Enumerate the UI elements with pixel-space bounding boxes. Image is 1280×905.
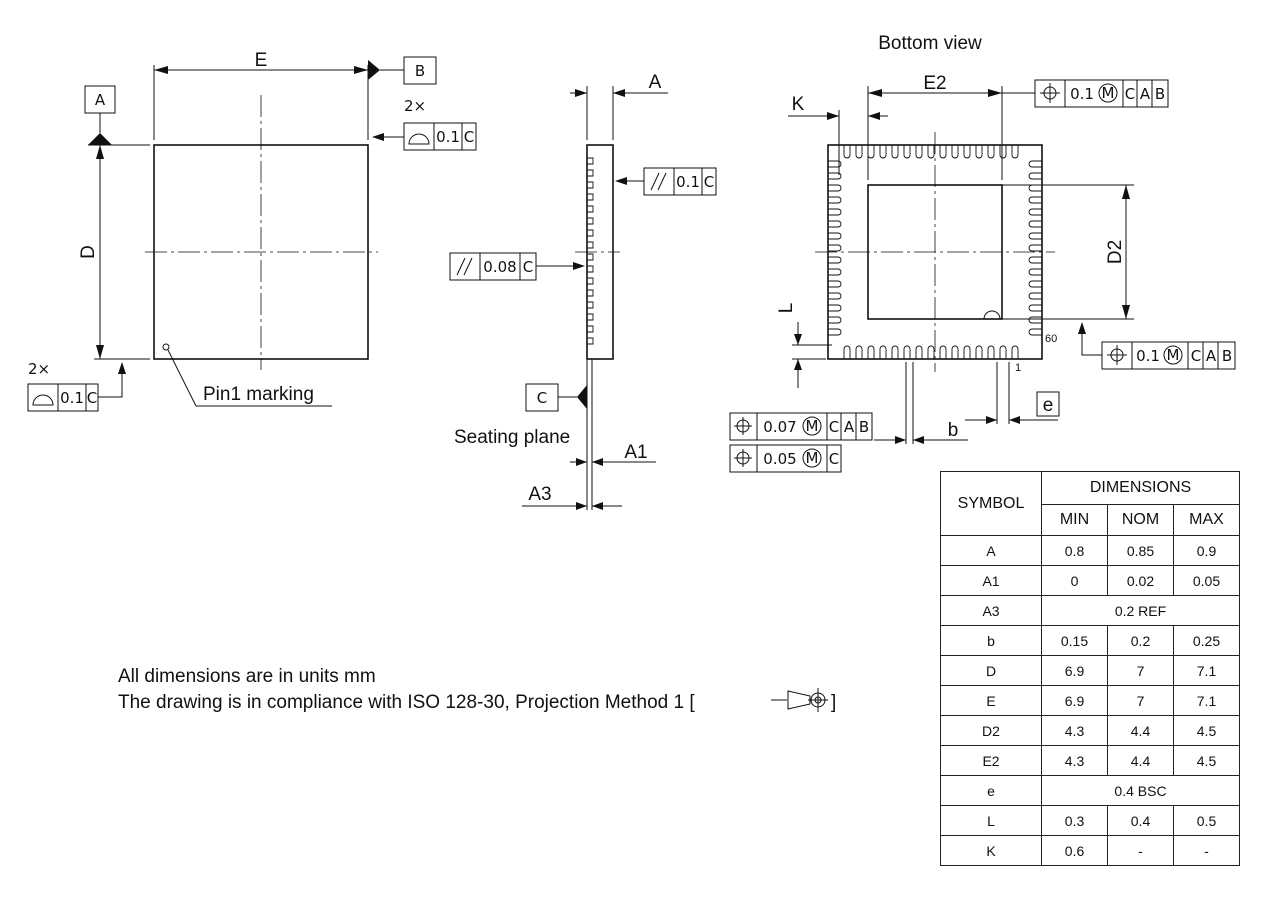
table-row: E2 4.3 4.4 4.5 [940, 745, 1240, 776]
nom-header: NOM [1107, 504, 1174, 536]
datum-b-ref: B [859, 418, 869, 436]
bottom-pads-right [1028, 160, 1042, 336]
bottom-view-title: Bottom view [878, 33, 982, 54]
pin1-label: Pin1 marking [203, 384, 314, 405]
datum-c-ref: C [829, 418, 839, 436]
max-header: MAX [1173, 504, 1240, 536]
dim-d-label: D [78, 245, 99, 259]
svg-text:M: M [806, 449, 819, 467]
parallelism-value-bottom: 0.08 [483, 258, 516, 276]
svg-text:]: ] [831, 692, 836, 713]
flatness-value-top: 0.1 [436, 128, 460, 146]
flatness-value-bottom: 0.1 [60, 389, 84, 407]
mmc-icon [802, 448, 822, 468]
datum-b-ref: B [1222, 347, 1232, 365]
mmc-icon [802, 416, 822, 436]
datum-c-ref: C [1191, 347, 1201, 365]
table-row: D 6.9 7 7.1 [940, 655, 1240, 686]
datum-c-ref: C [829, 450, 839, 468]
pin-1-label: 1 [1015, 362, 1021, 374]
parallelism-frame-top [643, 167, 717, 196]
notes: All dimensions are in units mm The drawi… [118, 666, 836, 713]
bottom-pads-bottom [843, 345, 1019, 359]
svg-text:M: M [1167, 346, 1180, 364]
datum-b-box [403, 56, 437, 85]
flatness-count-top: 2× [404, 97, 426, 115]
datum-a-label: A [95, 91, 106, 109]
mmc-icon [1098, 83, 1118, 103]
datum-c-ref: C [1125, 85, 1135, 103]
projection-method-icon: ] [771, 688, 836, 713]
dimensions-table: SYMBOL DIMENSIONS MIN NOM MAX A 0.8 0.85… [940, 471, 1240, 866]
datum-b-label: B [415, 62, 425, 80]
dim-e-label: E [255, 50, 268, 71]
dim-k-label: K [792, 94, 805, 115]
table-row: L 0.3 0.4 0.5 [940, 805, 1240, 836]
position-value-d2: 0.1 [1136, 347, 1160, 365]
exposed-pad-notch [983, 310, 1001, 320]
flatness-frame-top [403, 122, 477, 151]
flatness-icon [32, 394, 54, 406]
min-header: MIN [1041, 504, 1108, 536]
dim-e2-label: E2 [923, 73, 946, 94]
datum-a-ref: A [1140, 85, 1151, 103]
table-row: A3 0.2 REF [940, 595, 1240, 626]
dim-d2-label: D2 [1105, 240, 1126, 264]
datum-c-label: C [537, 389, 547, 407]
dim-l-label: L [776, 303, 797, 314]
dim-a3-label: A3 [528, 484, 551, 505]
datum-a-ref: A [1206, 347, 1217, 365]
svg-text:M: M [806, 417, 819, 435]
flatness-datum-top: C [464, 128, 474, 146]
top-view: E B A D 2× 0.1 C 2× 0.1 C [27, 50, 477, 412]
dimensions-header: DIMENSIONS [1041, 471, 1240, 505]
table-row: E 6.9 7 7.1 [940, 685, 1240, 716]
svg-text:M: M [1102, 84, 1115, 102]
symbol-header: SYMBOL [940, 471, 1042, 536]
flatness-datum-bottom: C [87, 389, 97, 407]
flatness-count-bottom: 2× [28, 360, 50, 378]
datum-b-ref: B [1155, 85, 1165, 103]
dim-e-pitch-label: e [1043, 395, 1054, 416]
pin1-dot [162, 343, 170, 351]
dim-b-label: b [948, 420, 959, 441]
compliance-note: The drawing is in compliance with ISO 12… [118, 692, 695, 713]
position-frame-d2 [1101, 341, 1236, 370]
seating-plane-label: Seating plane [454, 427, 570, 448]
pin-60-label: 60 [1045, 333, 1057, 345]
bottom-pads-top [843, 145, 1019, 159]
position-value-e2: 0.1 [1070, 85, 1094, 103]
dim-a-label: A [649, 72, 662, 93]
units-note: All dimensions are in units mm [118, 666, 376, 687]
table-row: A1 0 0.02 0.05 [940, 565, 1240, 596]
position-frame-b1 [729, 412, 873, 441]
bottom-view: Bottom view 60 1 E2 [729, 33, 1236, 473]
table-row: K 0.6 - - [940, 835, 1240, 866]
table-row: b 0.15 0.2 0.25 [940, 625, 1240, 656]
side-pads [587, 157, 594, 345]
position-frame-e2 [1034, 79, 1169, 108]
parallelism-datum-top: C [704, 173, 714, 191]
parallelism-value-top: 0.1 [676, 173, 700, 191]
mmc-icon [1163, 345, 1183, 365]
position-value-b2: 0.05 [763, 450, 796, 468]
position-frame-b2 [729, 444, 842, 473]
table-row: D2 4.3 4.4 4.5 [940, 715, 1240, 746]
flatness-icon [408, 133, 430, 145]
table-row: e 0.4 BSC [940, 775, 1240, 806]
dim-e-basic-box [1036, 391, 1060, 417]
dim-a1-label: A1 [624, 442, 647, 463]
table-row: A 0.8 0.85 0.9 [940, 535, 1240, 566]
position-value-b1: 0.07 [763, 418, 796, 436]
side-view: A 0.1 C 0.08 C C Seating plane A1 [449, 72, 717, 510]
parallelism-datum-bottom: C [523, 258, 533, 276]
datum-a-ref: A [844, 418, 855, 436]
bottom-pads-left [828, 160, 842, 336]
